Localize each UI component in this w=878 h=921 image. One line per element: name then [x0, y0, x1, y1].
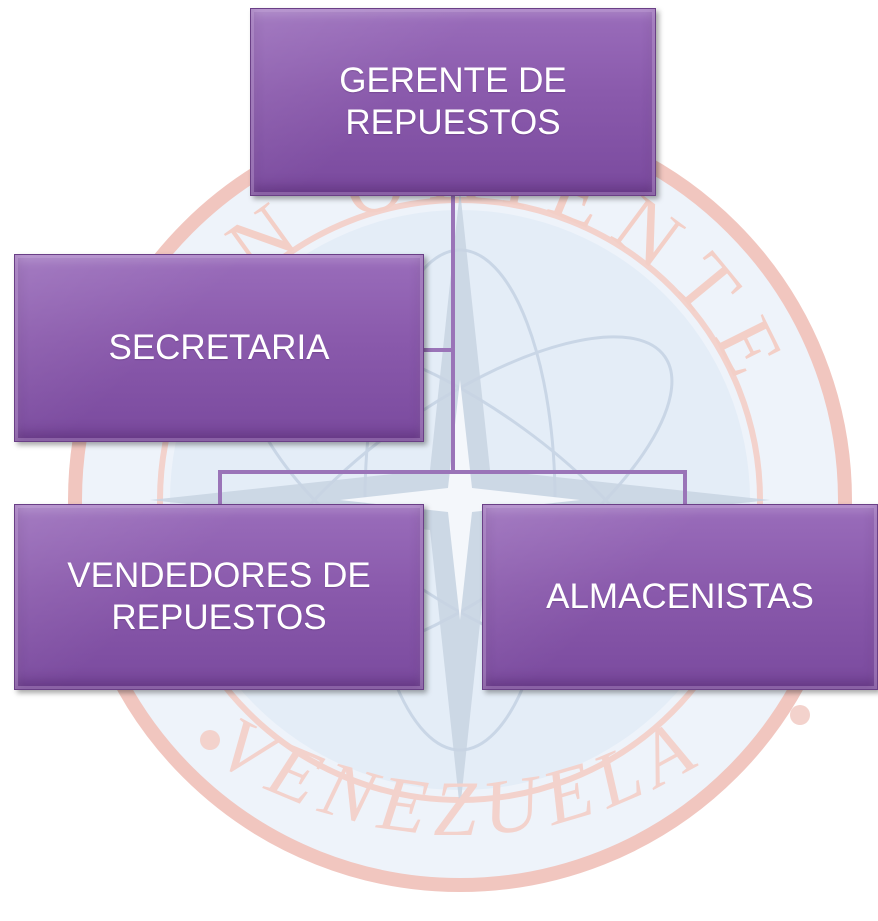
- node-secretaria-text: SECRETARIA: [108, 328, 330, 367]
- node-gerente-de-repuestos: GERENTE DE REPUESTOS: [250, 8, 656, 196]
- node-gerente-line-1: GERENTE DE: [339, 61, 567, 100]
- node-secretaria: SECRETARIA: [14, 254, 424, 442]
- node-almacenistas-label: ALMACENISTAS: [546, 576, 814, 618]
- node-gerente-line-2: REPUESTOS: [345, 103, 561, 142]
- node-vendedores-label: VENDEDORES DE REPUESTOS: [67, 555, 370, 639]
- node-gerente-label: GERENTE DE REPUESTOS: [339, 60, 567, 144]
- emblem-dot-left: [200, 730, 220, 750]
- node-vendedores-line-1: VENDEDORES DE: [67, 556, 371, 595]
- node-secretaria-label: SECRETARIA: [108, 327, 329, 369]
- compass-star-center-icon: [340, 380, 580, 620]
- node-almacenistas-line-1: ALMACENISTAS: [546, 577, 814, 616]
- node-almacenistas: ALMACENISTAS: [482, 504, 878, 690]
- node-vendedores-de-repuestos: VENDEDORES DE REPUESTOS: [14, 504, 424, 690]
- node-vendedores-line-2: REPUESTOS: [111, 598, 327, 637]
- emblem-dot-right: [790, 705, 810, 725]
